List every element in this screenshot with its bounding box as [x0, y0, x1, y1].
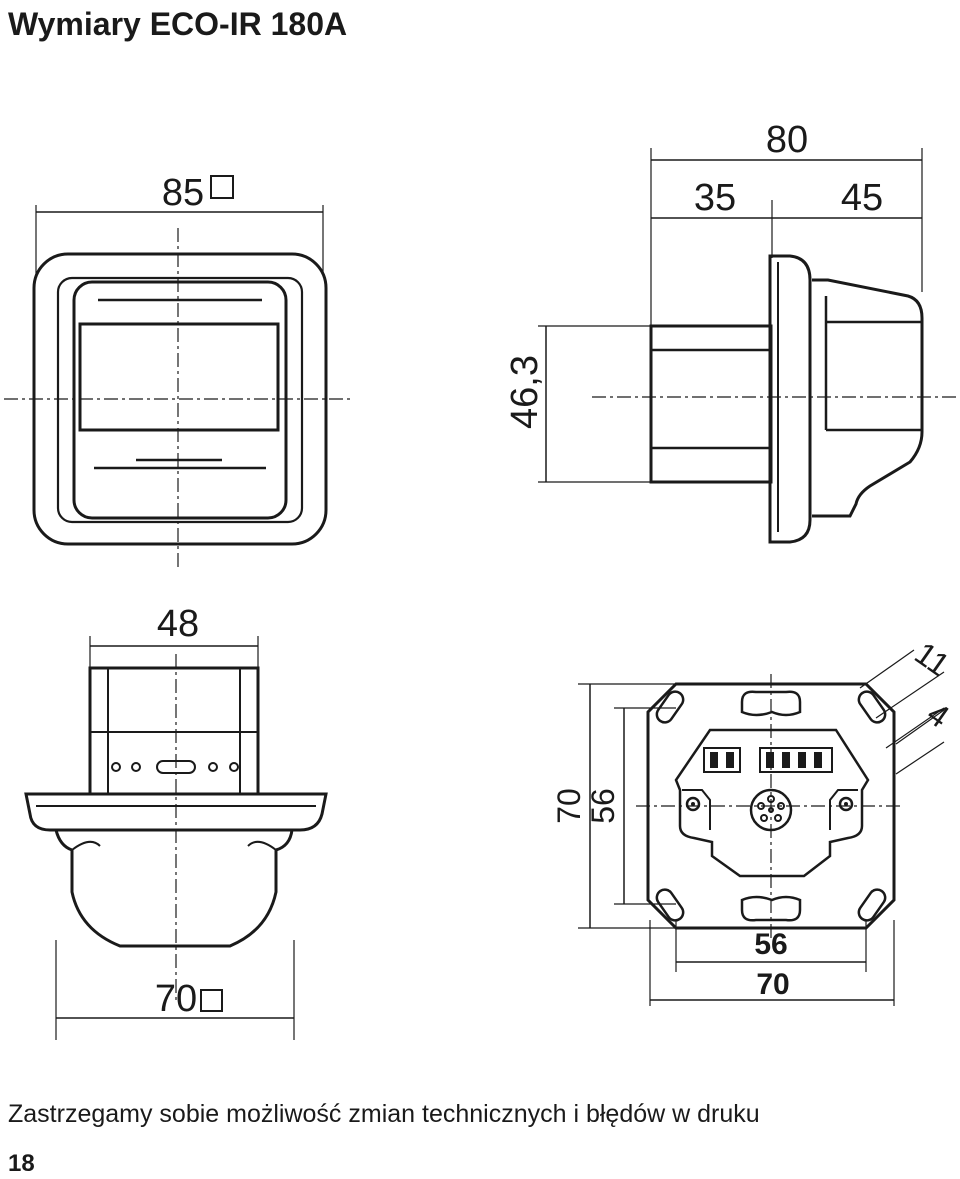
back-corner-a-label: 11 — [908, 635, 956, 684]
page-title: Wymiary ECO-IR 180A — [8, 6, 348, 42]
side-view: 80 35 45 46,3 — [504, 119, 956, 544]
bottom-view: 48 70 — [24, 603, 328, 1040]
back-view: 70 56 56 70 11 4 — [551, 635, 956, 1006]
bottom-top-width-label: 48 — [157, 603, 199, 645]
front-view: 85 — [4, 172, 350, 570]
square-symbol — [210, 175, 234, 199]
side-total-depth-label: 80 — [766, 119, 808, 161]
side-back-depth-label: 45 — [841, 177, 883, 219]
disclaimer-text: Zastrzegamy sobie możliwość zmian techni… — [8, 1100, 760, 1128]
back-corner-b-label: 4 — [921, 695, 956, 735]
square-symbol-2 — [200, 989, 223, 1012]
page-number: 18 — [8, 1150, 35, 1177]
back-inner-height-label: 56 — [585, 788, 621, 824]
back-outer-width-label: 70 — [756, 968, 789, 1001]
side-front-depth-label: 35 — [694, 177, 736, 219]
back-outer-height-label: 70 — [551, 788, 587, 824]
front-width-label: 85 — [162, 172, 204, 214]
side-height-label: 46,3 — [504, 355, 546, 429]
